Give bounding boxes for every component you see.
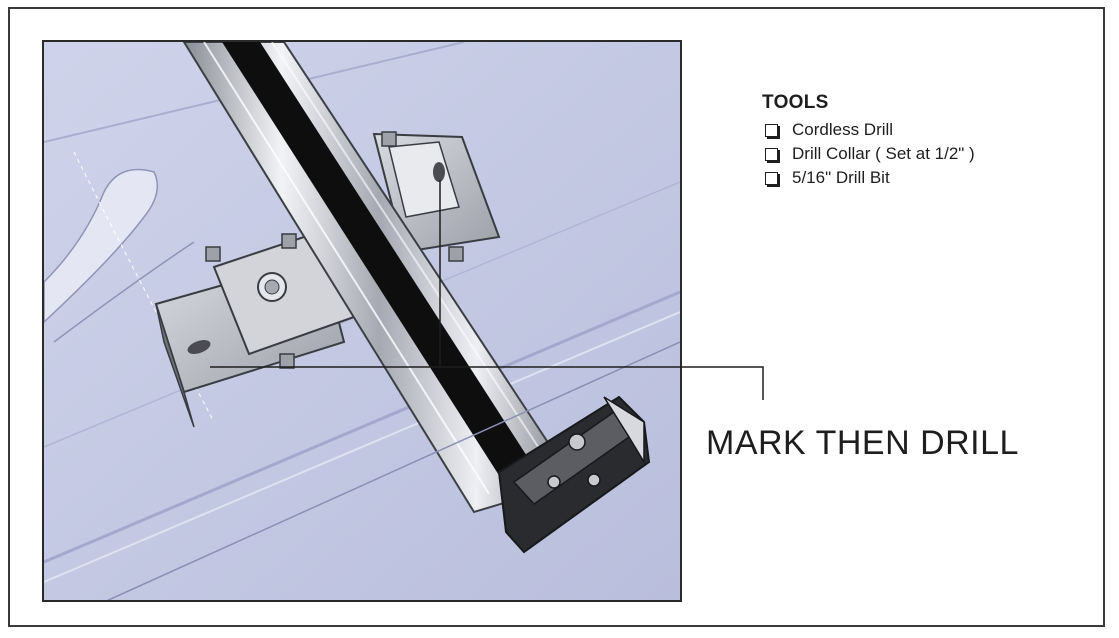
rail-end-bracket bbox=[497, 395, 651, 554]
tool-item: Cordless Drill bbox=[762, 118, 975, 142]
cad-render-illustration bbox=[44, 42, 680, 600]
bolt-head bbox=[547, 475, 561, 489]
cad-render-panel bbox=[42, 40, 682, 602]
nut bbox=[279, 353, 295, 369]
tools-panel: TOOLS Cordless Drill Drill Collar ( Set … bbox=[762, 92, 975, 190]
tool-item: Drill Collar ( Set at 1/2" ) bbox=[762, 142, 975, 166]
tool-item-label: 5/16" Drill Bit bbox=[792, 168, 890, 187]
curved-ridge bbox=[44, 168, 159, 324]
tools-list: Cordless Drill Drill Collar ( Set at 1/2… bbox=[762, 118, 975, 190]
bolt-head bbox=[568, 433, 586, 451]
tool-item: 5/16" Drill Bit bbox=[762, 166, 975, 190]
panel-seam bbox=[44, 311, 680, 583]
checkbox-icon[interactable] bbox=[765, 123, 778, 137]
ridge-edge bbox=[53, 241, 195, 343]
tool-item-label: Cordless Drill bbox=[792, 120, 894, 139]
checkbox-icon[interactable] bbox=[765, 171, 778, 185]
guide-line bbox=[73, 151, 215, 423]
nut bbox=[205, 246, 221, 262]
slot-hole bbox=[187, 340, 211, 354]
nut bbox=[381, 131, 397, 147]
tools-title: TOOLS bbox=[762, 92, 829, 113]
slot-hole bbox=[433, 162, 445, 182]
mount-bracket-left bbox=[154, 230, 356, 428]
tool-item-label: Drill Collar ( Set at 1/2" ) bbox=[792, 144, 975, 163]
checkbox-icon[interactable] bbox=[765, 147, 778, 161]
callout-label: MARK THEN DRILL bbox=[706, 424, 1019, 462]
panel-seam bbox=[44, 290, 680, 564]
nut bbox=[281, 233, 297, 249]
bolt-head bbox=[587, 473, 601, 487]
nut bbox=[448, 246, 464, 262]
